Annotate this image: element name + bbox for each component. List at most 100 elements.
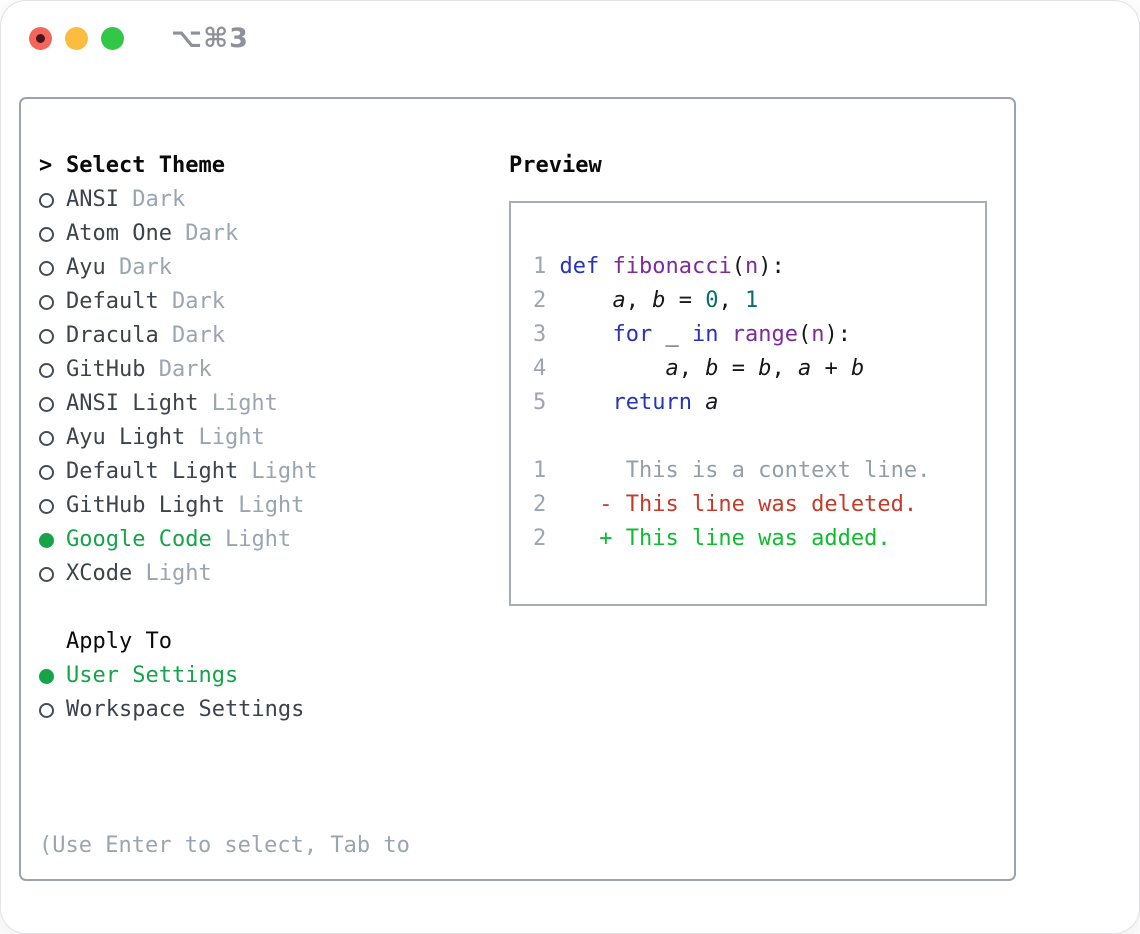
- code-segment: 1: [744, 288, 759, 313]
- radio-icon: [39, 294, 66, 310]
- code-segment: [718, 322, 731, 347]
- code-segment: range: [731, 322, 798, 347]
- radio-icon: [39, 362, 66, 378]
- selected-radio-icon: [39, 532, 66, 548]
- theme-option-label: GitHub Light: [66, 493, 225, 518]
- cursor-icon: >: [39, 153, 53, 178]
- outline-circle-icon: [39, 498, 54, 514]
- code-segment: return: [612, 390, 692, 415]
- theme-variant-label: Light: [132, 561, 212, 586]
- preview-header-row: Preview: [509, 149, 987, 183]
- preview-column: Preview 1 def fibonacci(n):2 a, b = 0, 1…: [509, 149, 987, 933]
- preview-line: 1 This is a context line.: [533, 454, 985, 488]
- code-segment: +: [811, 356, 851, 381]
- theme-variant-label: Light: [185, 425, 265, 450]
- preview-line: 3 for _ in range(n):: [533, 318, 985, 352]
- line-number: 2: [533, 288, 547, 313]
- line-number: 2: [533, 492, 547, 517]
- theme-option-github-light[interactable]: GitHub Light Light: [39, 489, 509, 523]
- code-segment: ,: [678, 356, 706, 381]
- titlebar: ⌥⌘3: [1, 1, 1139, 75]
- code-segment: ):: [758, 254, 785, 279]
- theme-option-xcode[interactable]: XCode Light: [39, 557, 509, 591]
- preview-line: 1 def fibonacci(n):: [533, 250, 985, 284]
- theme-variant-label: Dark: [118, 187, 186, 212]
- radio-icon: [39, 566, 66, 582]
- code-segment: fibonacci: [612, 254, 732, 279]
- theme-option-github[interactable]: GitHub Dark: [39, 353, 509, 387]
- code-segment: (: [731, 254, 745, 279]
- radio-icon: [39, 328, 66, 344]
- theme-option-label: Atom One: [66, 221, 172, 246]
- theme-list-header-row: > Select Theme: [39, 149, 509, 183]
- help-text-line1: (Use Enter to select, Tab to: [39, 833, 410, 858]
- apply-option-workspace-settings[interactable]: Workspace Settings: [39, 693, 509, 727]
- code-segment: ,: [771, 356, 798, 381]
- zoom-button[interactable]: [101, 26, 124, 50]
- theme-option-label: ANSI: [66, 187, 119, 212]
- preview-line: 4 a, b = b, a + b: [533, 352, 985, 386]
- code-segment: [546, 322, 612, 347]
- code-segment: a: [797, 356, 812, 381]
- theme-variant-label: Dark: [158, 289, 225, 314]
- radio-icon: [39, 430, 66, 446]
- theme-option-ayu-light[interactable]: Ayu Light Light: [39, 421, 509, 455]
- theme-option-atom-one[interactable]: Atom One Dark: [39, 217, 509, 251]
- theme-option-label: XCode: [66, 561, 133, 586]
- radio-icon: [39, 498, 66, 514]
- preview-line: 2 a, b = 0, 1: [533, 284, 985, 318]
- theme-variant-label: Dark: [158, 323, 225, 348]
- code-segment: a: [705, 390, 719, 415]
- theme-option-label: Default Light: [66, 459, 239, 484]
- code-segment: =: [718, 356, 759, 381]
- traffic-lights: [29, 26, 124, 50]
- code-segment: [546, 288, 612, 313]
- help-text: (Use Enter to select, Tab to change focu…: [39, 761, 509, 933]
- outline-circle-icon: [39, 430, 54, 446]
- theme-option-label: Default: [66, 289, 159, 314]
- theme-variant-label: Light: [198, 391, 278, 416]
- preview-line: 2 + This line was added.: [533, 522, 985, 556]
- outline-circle-icon: [39, 464, 54, 480]
- line-number: 3: [533, 322, 547, 347]
- radio-icon: [39, 702, 66, 718]
- code-segment: n: [744, 254, 759, 279]
- apply-option-label: Workspace Settings: [66, 697, 305, 722]
- apply-option-user-settings[interactable]: User Settings: [39, 659, 509, 693]
- minimize-button[interactable]: [65, 26, 88, 50]
- outline-circle-icon: [39, 294, 54, 310]
- line-number: 1: [533, 254, 547, 279]
- window-title: ⌥⌘3: [171, 22, 249, 54]
- apply-to-header-row: Apply To: [39, 625, 509, 659]
- code-segment: [546, 390, 612, 415]
- outline-circle-icon: [39, 702, 54, 718]
- theme-variant-label: Dark: [171, 221, 239, 246]
- code-segment: [599, 254, 612, 279]
- outline-circle-icon: [39, 226, 54, 242]
- theme-option-ansi-light[interactable]: ANSI Light Light: [39, 387, 509, 421]
- close-button[interactable]: [29, 26, 52, 50]
- apply-to-title: Apply To: [66, 629, 172, 654]
- theme-option-default[interactable]: Default Dark: [39, 285, 509, 319]
- code-segment: for: [612, 322, 653, 347]
- code-segment: b: [652, 288, 666, 313]
- radio-icon: [39, 192, 66, 208]
- theme-option-ayu[interactable]: Ayu Dark: [39, 251, 509, 285]
- code-segment: in: [691, 322, 719, 347]
- theme-option-ansi[interactable]: ANSI Dark: [39, 183, 509, 217]
- radio-icon: [39, 396, 66, 412]
- code-segment: ,: [625, 288, 653, 313]
- theme-variant-label: Light: [224, 493, 305, 518]
- theme-option-google-code[interactable]: Google Code Light: [39, 523, 509, 557]
- theme-option-label: ANSI Light: [66, 391, 199, 416]
- code-segment: def: [559, 254, 600, 279]
- code-segment: (: [797, 322, 812, 347]
- theme-option-dracula[interactable]: Dracula Dark: [39, 319, 509, 353]
- code-segment: b: [758, 356, 772, 381]
- code-segment: [546, 356, 665, 381]
- theme-option-default-light[interactable]: Default Light Light: [39, 455, 509, 489]
- line-number: 4: [533, 356, 547, 381]
